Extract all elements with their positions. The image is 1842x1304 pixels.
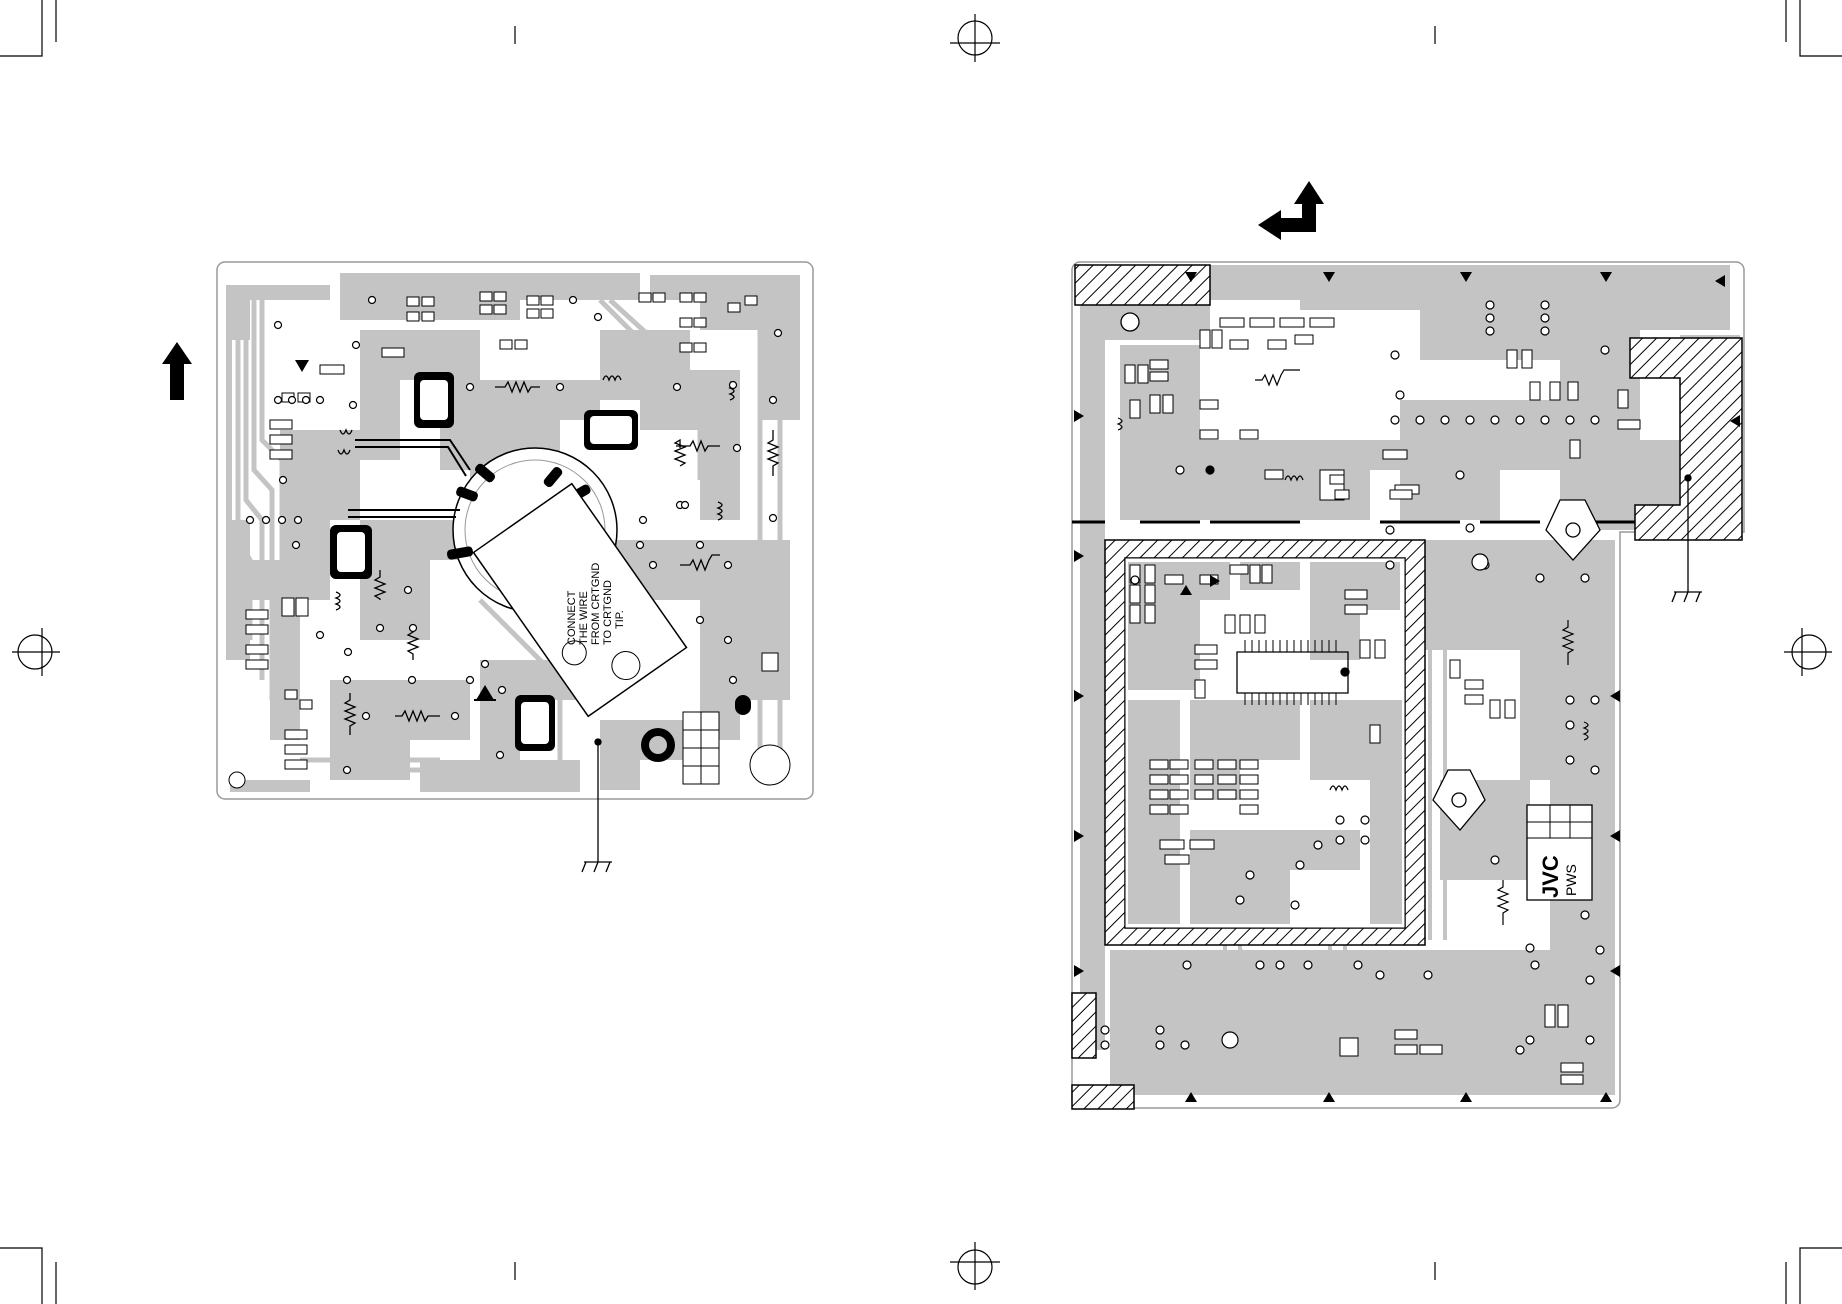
brand-logo-text: JVC — [1538, 855, 1563, 898]
left-pcb-board: CONNECT THE WIRE FROM CRTGND TO CRTGND T… — [217, 262, 813, 872]
note-line-3: FROM CRTGND — [590, 563, 602, 645]
right-pcb-board: JVC PWS — [1072, 262, 1744, 1109]
note-line-4: TO CRTGND — [602, 580, 614, 645]
note-line-5: TIP. — [614, 610, 626, 629]
registration-mark-bottom — [950, 1242, 1000, 1290]
note-line-2: THE WIRE — [578, 591, 590, 645]
note-line-1: CONNECT — [566, 590, 578, 645]
right-arrow-up-left-bent-icon — [1258, 181, 1324, 240]
registration-mark-left — [12, 628, 60, 676]
registration-mark-right — [1784, 628, 1832, 676]
left-arrow-up-icon — [162, 342, 192, 400]
board-code-text: PWS — [1563, 864, 1579, 896]
registration-mark-top — [950, 14, 1000, 62]
jvc-logo-block: JVC PWS — [1527, 805, 1592, 900]
left-fuse-grid — [683, 712, 719, 784]
